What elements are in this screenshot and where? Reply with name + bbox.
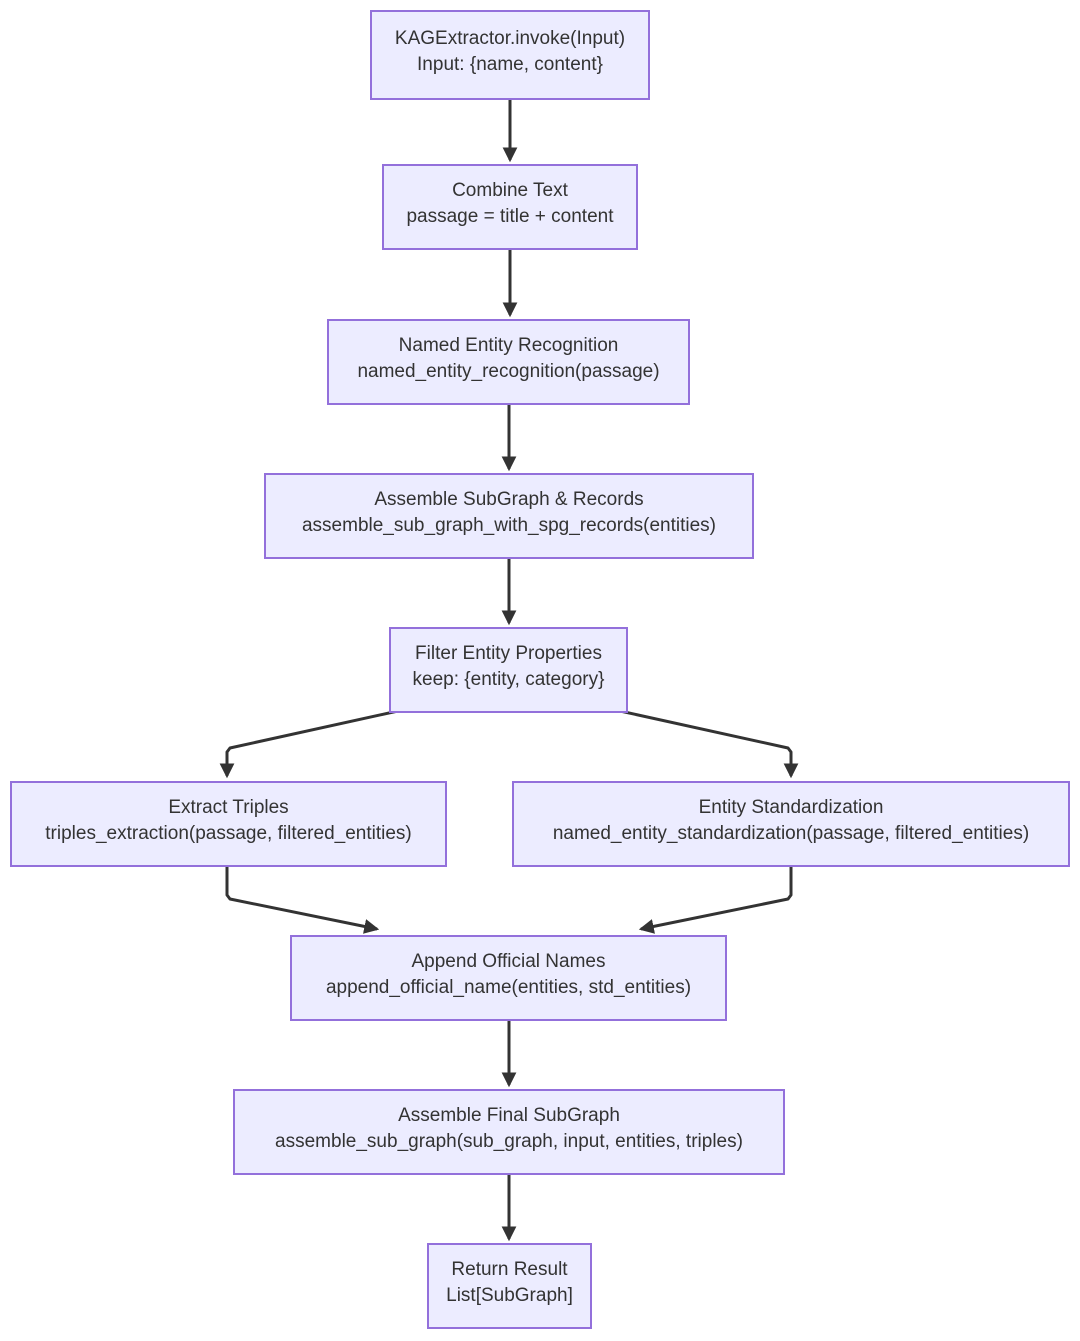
node-append-official-names: Append Official Names append_official_na… (290, 935, 727, 1021)
node-title: Assemble SubGraph & Records (374, 489, 644, 510)
node-subtitle: Input: {name, content} (417, 54, 603, 75)
node-subtitle: assemble_sub_graph(sub_graph, input, ent… (275, 1131, 743, 1152)
arrow-extract-triples-to-append-names (225, 867, 380, 934)
node-title: Filter Entity Properties (415, 643, 602, 664)
node-title: Named Entity Recognition (398, 335, 619, 356)
node-extract-triples: Extract Triples triples_extraction(passa… (10, 781, 447, 867)
node-subtitle: keep: {entity, category} (412, 669, 605, 690)
node-combine-text: Combine Text passage = title + content (382, 164, 638, 250)
node-title: Append Official Names (411, 951, 606, 972)
node-return-result: Return Result List[SubGraph] (427, 1243, 592, 1329)
node-named-entity-recognition: Named Entity Recognition named_entity_re… (327, 319, 690, 405)
node-title: Assemble Final SubGraph (398, 1105, 620, 1126)
node-assemble-subgraph-records: Assemble SubGraph & Records assemble_sub… (264, 473, 754, 559)
node-title: Extract Triples (168, 797, 289, 818)
node-kag-invoke: KAGExtractor.invoke(Input) Input: {name,… (370, 10, 650, 100)
node-subtitle: assemble_sub_graph_with_spg_records(enti… (301, 515, 716, 536)
node-subtitle: named_entity_standardization(passage, fi… (552, 823, 1030, 844)
node-title: Combine Text (452, 180, 568, 201)
node-title: Return Result (451, 1259, 568, 1280)
arrow-entity-std-to-append-names (638, 867, 793, 934)
node-assemble-final-subgraph: Assemble Final SubGraph assemble_sub_gra… (233, 1089, 785, 1175)
node-entity-standardization: Entity Standardization named_entity_stan… (512, 781, 1070, 867)
node-subtitle: triples_extraction(passage, filtered_ent… (45, 823, 412, 844)
node-title: KAGExtractor.invoke(Input) (394, 28, 626, 49)
node-subtitle: List[SubGraph] (446, 1285, 573, 1306)
node-subtitle: append_official_name(entities, std_entit… (325, 977, 692, 998)
node-title: Entity Standardization (698, 797, 884, 818)
arrow-filter-to-entity-standardization (619, 709, 799, 779)
node-subtitle: named_entity_recognition(passage) (357, 361, 660, 382)
node-subtitle: passage = title + content (406, 206, 614, 227)
arrow-filter-to-extract-triples (219, 709, 399, 779)
node-filter-entity-properties: Filter Entity Properties keep: {entity, … (389, 627, 628, 713)
